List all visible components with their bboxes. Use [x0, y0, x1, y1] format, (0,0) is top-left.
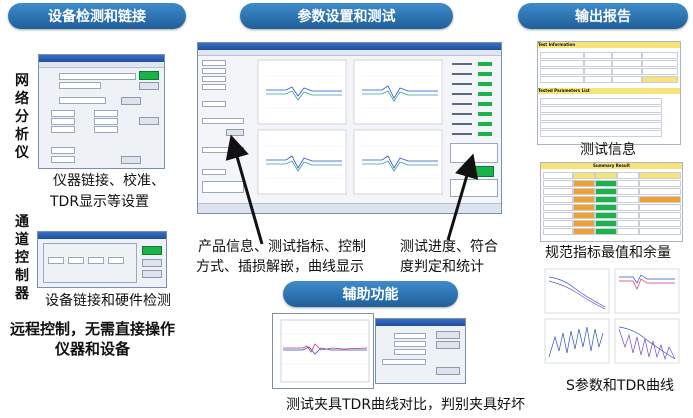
channel-controller-window — [37, 231, 167, 288]
progress-caption-2: 度判定和统计 — [400, 259, 484, 275]
summary-result-sheet: Summary Result — [540, 162, 683, 242]
channel-controller-label: 通道控制器 — [15, 214, 29, 302]
product-caption-2: 方式、插损解嵌，曲线显示 — [196, 259, 364, 275]
s-parameter-charts — [257, 59, 443, 195]
section-parameter-setup-test: 参数设置和测试 — [240, 3, 453, 29]
test-information-sheet: Test Information Tested Parameters List — [537, 41, 681, 145]
fixture-settings-window — [375, 318, 466, 384]
channel-detect-caption: 设备链接和硬件检测 — [45, 293, 171, 309]
remote-caption-2: 仪器和设备 — [55, 340, 131, 358]
connect-button[interactable] — [139, 71, 159, 80]
section-output-report: 输出报告 — [518, 3, 688, 29]
network-analyzer-label: 网络分析仪 — [15, 73, 29, 161]
section-device-detect-link: 设备检测和链接 — [8, 3, 186, 29]
detect-button[interactable] — [142, 246, 162, 255]
test-software-window — [197, 42, 502, 214]
sparam-tdr-curves — [544, 268, 680, 364]
network-analyzer-window — [38, 54, 165, 169]
section-auxiliary-functions: 辅助功能 — [283, 281, 458, 307]
sparam-tdr-caption: S参数和TDR曲线 — [566, 378, 674, 394]
instrument-caption-1: 仪器链接、校准、 — [53, 173, 165, 189]
spec-minmax-caption: 规范指标最值和余量 — [545, 245, 671, 261]
instrument-caption-2: TDR显示等设置 — [50, 194, 150, 210]
remote-caption-1: 远程控制，无需直接操作 — [10, 320, 176, 338]
fixture-tdr-window — [272, 313, 374, 389]
fixture-caption: 测试夹具TDR曲线对比，判别夹具好坏 — [286, 397, 526, 413]
test-info-caption: 测试信息 — [580, 142, 636, 158]
product-caption-1: 产品信息、测试指标、控制 — [198, 239, 366, 255]
progress-caption-1: 测试进度、符合 — [400, 239, 498, 255]
